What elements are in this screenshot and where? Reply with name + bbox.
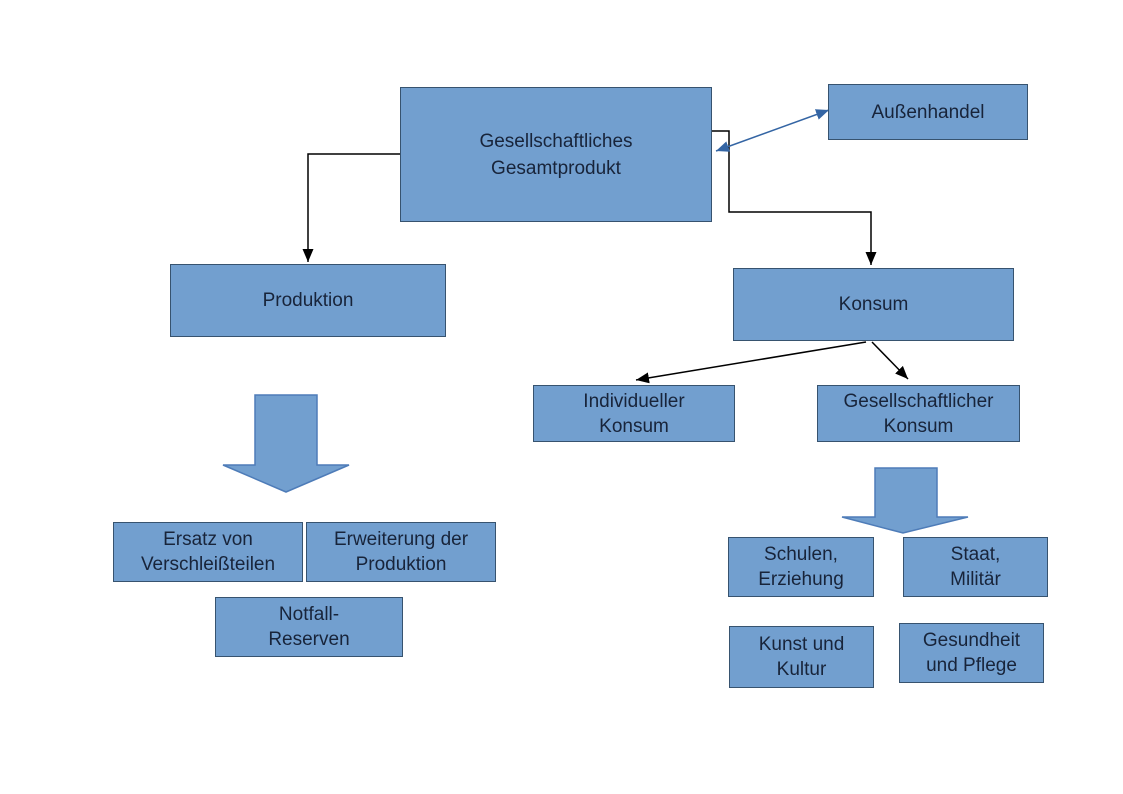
node-label-line: Reserven [268,629,350,650]
fat-down-arrow-produktion [222,394,350,493]
node-aussenhandel: Außenhandel [828,84,1028,140]
node-ersatz-von-verschleissteilen: Ersatz von Verschleißteilen [113,522,303,582]
node-produktion: Produktion [170,264,446,337]
node-label-line: Konsum [599,415,669,437]
edge-konsum-individueller-konsum [635,341,867,384]
node-label-line: Ersatz von [163,529,253,550]
node-label-line: Gesamtprodukt [491,157,621,179]
node-label-line: Produktion [355,554,447,575]
node-label-line: Gesellschaftlicher [843,390,994,412]
node-label-line: Produktion [262,290,354,311]
node-label-line: Gesellschaftliches [479,130,633,152]
edge-konsum-gesellschaftlicher-konsum [871,341,909,380]
node-konsum: Konsum [733,268,1014,341]
node-label-line: Verschleißteilen [140,554,276,575]
edge-gesamtprodukt-konsum [712,130,877,265]
node-notfall-reserven: Notfall- Reserven [215,597,403,657]
edge-gesamtprodukt-aussenhandel-double-arrow [715,109,830,152]
node-label-line: Außenhandel [871,101,985,123]
node-erweiterung-der-produktion: Erweiterung der Produktion [306,522,496,582]
node-gesamtprodukt: Gesellschaftliches Gesamtprodukt [400,87,712,222]
node-gesundheit-und-pflege: Gesundheit und Pflege [899,623,1044,683]
fat-down-arrow-gesellschaftlicher-konsum [841,467,969,534]
node-label-line: Militär [950,569,1001,590]
node-label-line: Staat, [950,544,1001,565]
edge-gesamtprodukt-produktion [302,153,400,262]
node-gesellschaftlicher-konsum: Gesellschaftlicher Konsum [817,385,1020,442]
node-label-line: Erweiterung der [333,529,469,550]
node-label-line: Kultur [776,659,827,680]
node-label-line: Gesundheit [922,630,1021,651]
node-label-line: Notfall- [278,604,340,625]
node-label-line: Schulen, [764,544,838,565]
node-schulen-erziehung: Schulen, Erziehung [728,537,874,597]
node-staat-militaer: Staat, Militär [903,537,1048,597]
node-label-line: Konsum [883,415,954,437]
node-label-line: Individueller [583,390,685,412]
node-label-line: Erziehung [758,569,844,590]
node-label-line: Konsum [838,294,909,315]
node-label-line: Kunst und [758,634,845,655]
node-label-line: und Pflege [926,655,1017,676]
node-kunst-und-kultur: Kunst und Kultur [729,626,874,688]
node-individueller-konsum: Individueller Konsum [533,385,735,442]
